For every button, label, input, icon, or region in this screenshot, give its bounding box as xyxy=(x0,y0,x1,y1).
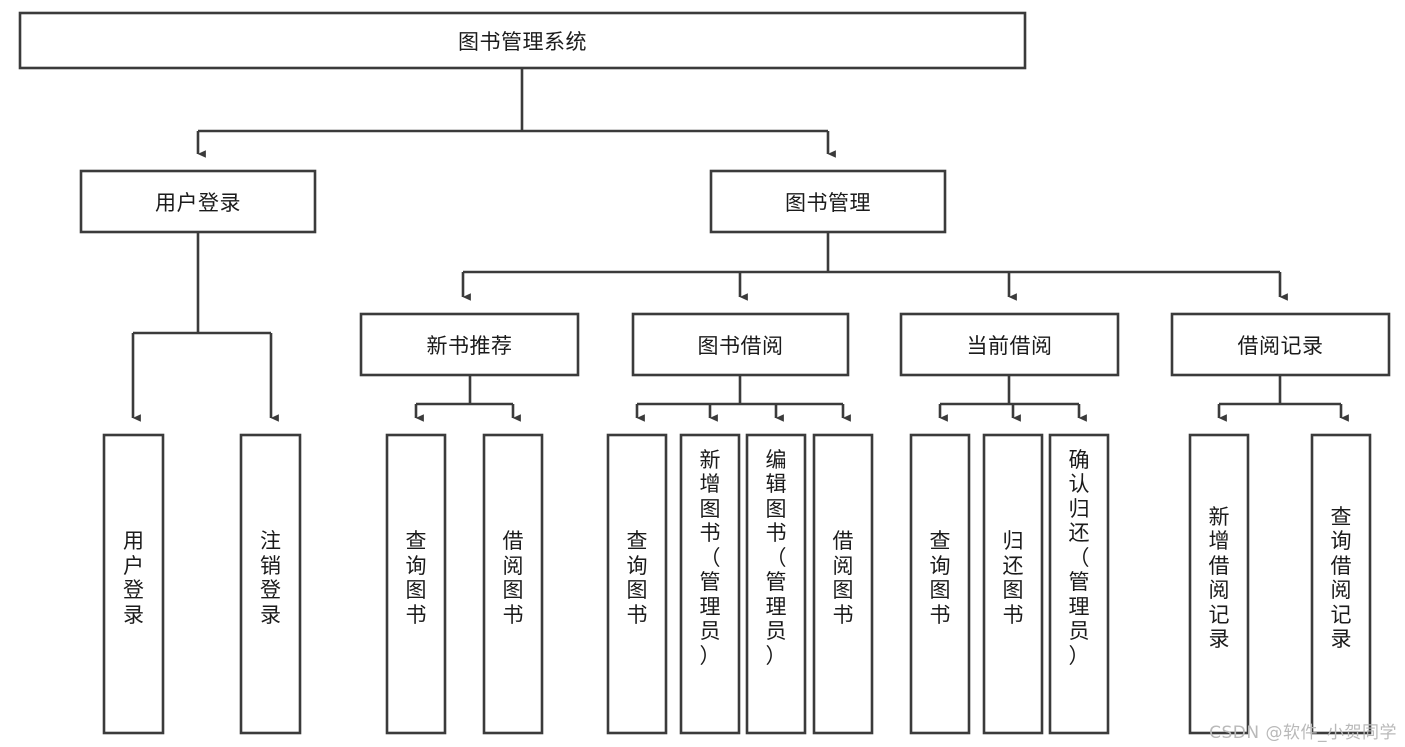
leaf-box-query-borrow-record[interactable] xyxy=(1310,433,1372,735)
leaf-box-query-book-rec[interactable] xyxy=(385,433,447,735)
node-box-root[interactable] xyxy=(18,11,1027,70)
node-box-new-book-recommend[interactable] xyxy=(359,312,580,377)
leaf-box-edit-book-admin[interactable] xyxy=(745,433,807,735)
leaf-box-borrow-book-rec[interactable] xyxy=(482,433,544,735)
node-box-current-borrow[interactable] xyxy=(899,312,1120,377)
leaf-box-borrow-book[interactable] xyxy=(812,433,874,735)
leaf-box-return-book[interactable] xyxy=(982,433,1044,735)
node-box-book-management[interactable] xyxy=(709,169,947,234)
leaf-box-query-book-current[interactable] xyxy=(909,433,971,735)
node-box-book-borrow[interactable] xyxy=(631,312,850,377)
watermark-text: CSDN @软件_小贺同学 xyxy=(1209,723,1397,743)
node-box-borrow-record[interactable] xyxy=(1170,312,1391,377)
leaf-box-add-book-admin[interactable] xyxy=(679,433,741,735)
node-box-user-login[interactable] xyxy=(79,169,317,234)
leaf-box-confirm-return-admin[interactable] xyxy=(1048,433,1110,735)
leaf-box-add-borrow-record[interactable] xyxy=(1188,433,1250,735)
leaf-box-user-login[interactable] xyxy=(102,433,165,735)
leaf-box-user-logout[interactable] xyxy=(239,433,302,735)
leaf-box-query-book-borrow[interactable] xyxy=(606,433,668,735)
